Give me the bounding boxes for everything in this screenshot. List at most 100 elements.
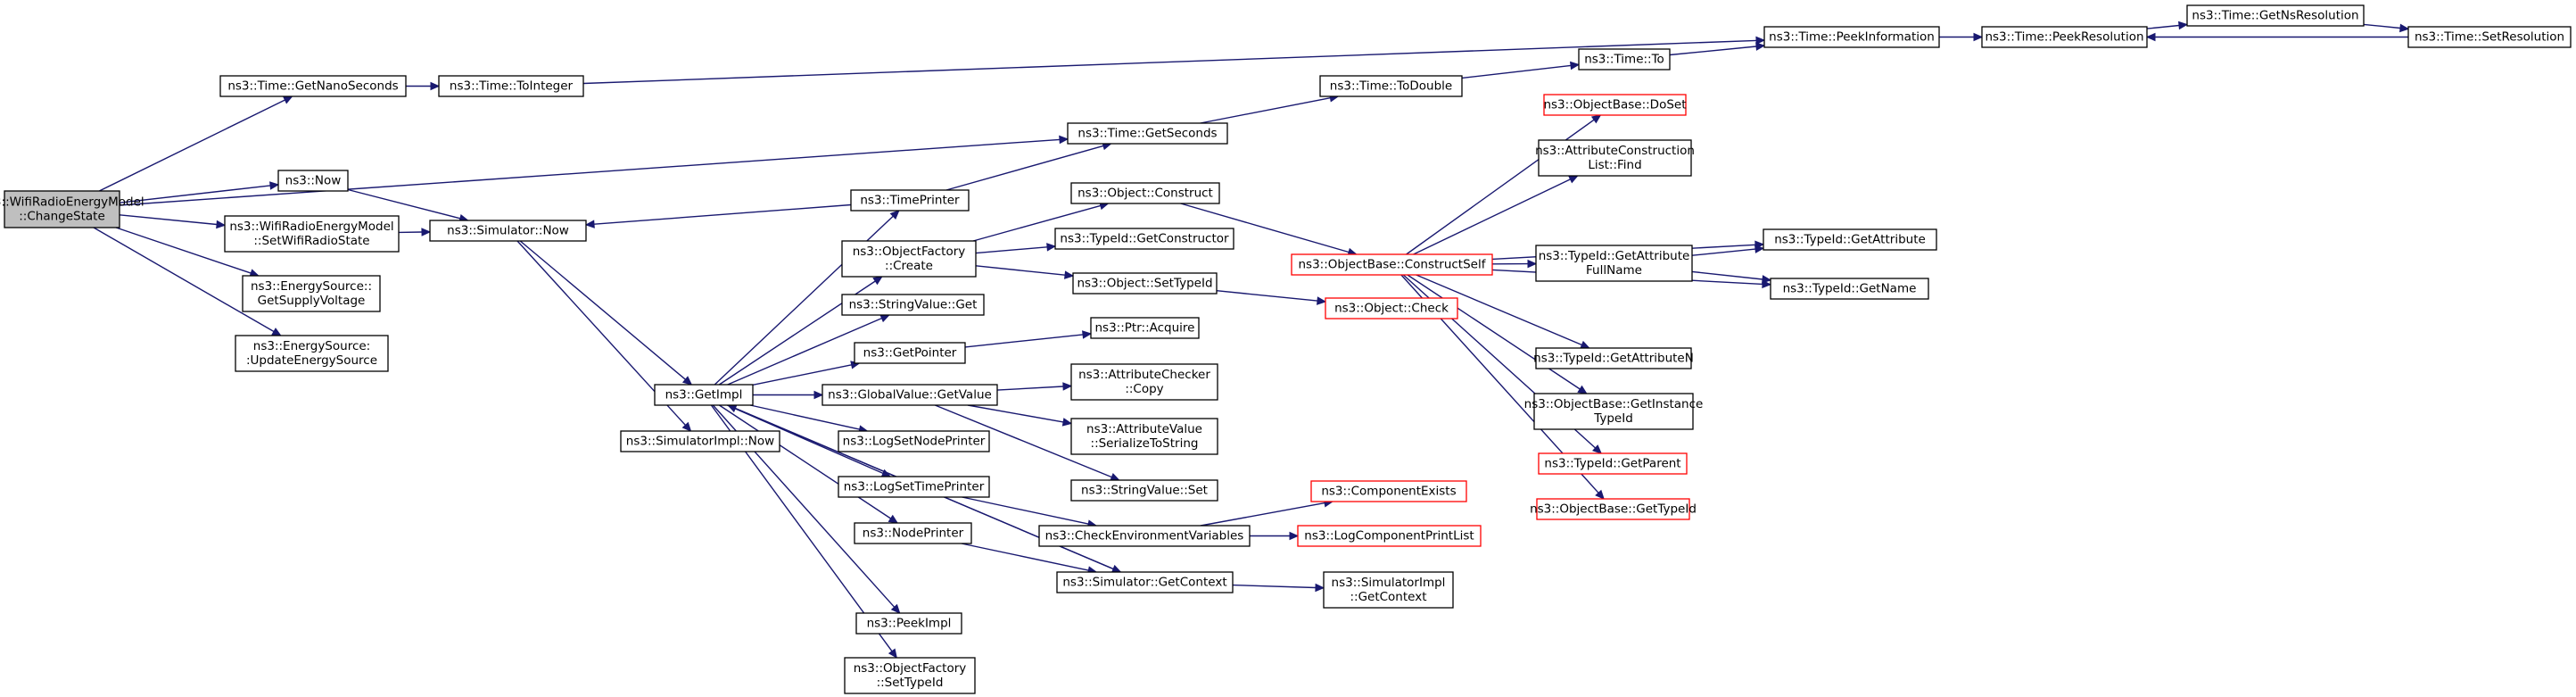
node-label: FullName	[1586, 263, 1642, 278]
node-ns3-object-settypeid[interactable]: ns3::Object::SetTypeId	[1072, 272, 1218, 295]
node-ns3-attributevalue-serializetostring[interactable]: ns3::AttributeValue::SerializeToString	[1070, 418, 1218, 455]
node-ns3-time-todouble[interactable]: ns3::Time::ToDouble	[1319, 75, 1463, 97]
node-ns3-typeid-getattributen[interactable]: ns3::TypeId::GetAttributeN	[1533, 347, 1694, 369]
node-ns3-object-construct[interactable]: ns3::Object::Construct	[1070, 182, 1220, 204]
edge-n9-n3	[1669, 42, 1766, 56]
edge-line	[1406, 119, 1595, 255]
node-label: ::Create	[885, 259, 933, 273]
edge-line	[347, 188, 461, 220]
edge-line	[1180, 203, 1350, 253]
node-label: ns3::Time::SetResolution	[2415, 30, 2564, 45]
node-label: List::Find	[1588, 158, 1641, 172]
node-box	[620, 430, 780, 452]
edge-n0-n10	[119, 181, 280, 203]
node-ns3-time-to[interactable]: ns3::Time::To	[1578, 48, 1671, 71]
node-box	[1090, 317, 1200, 339]
edge-arrowhead	[1570, 61, 1581, 71]
node-label: ns3::EnergySource:	[253, 339, 370, 353]
node-ns3-typeid-getattribute[interactable]: ns3::TypeId::GetAttribute	[1763, 228, 1937, 251]
node-label: ns3::AttributeValue	[1086, 422, 1202, 436]
node-ns3-checkenvironmentvariables[interactable]: ns3::CheckEnvironmentVariables	[1038, 525, 1251, 547]
edge-n15-n22	[749, 404, 869, 434]
node-ns3-stringvalue-set[interactable]: ns3::StringValue::Set	[1070, 479, 1218, 502]
node-ns3-time-peekinformation[interactable]: ns3::Time::PeekInformation	[1763, 26, 1940, 48]
edge-arrowhead	[271, 328, 282, 336]
node-ns3-objectfactory-settypeid[interactable]: ns3::ObjectFactory::SetTypeId	[844, 657, 976, 694]
node-ns3-timeprinter[interactable]: ns3::TimePrinter	[850, 189, 970, 212]
node-label: ns3::CheckEnvironmentVariables	[1045, 529, 1244, 543]
node-ns3-ptr-acquire[interactable]: ns3::Ptr::Acquire	[1090, 317, 1200, 339]
node-ns3-wifiradioenergymodel-setwifiradiostate[interactable]: ns3::WifiRadioEnergyModel::SetWifiRadioS…	[224, 215, 400, 253]
node-box	[1535, 245, 1693, 282]
node-ns3-stringvalue-get[interactable]: ns3::StringValue::Get	[841, 294, 985, 316]
edge-line	[972, 204, 1102, 242]
edge-n5-n6	[2363, 23, 2410, 33]
node-label: ns3::LogComponentPrintList	[1304, 529, 1474, 543]
node-ns3-objectbase-doset[interactable]: ns3::ObjectBase::DoSet	[1543, 94, 1687, 116]
node-label: ns3::Object::Check	[1334, 302, 1449, 316]
node-label: ns3::AttributeConstruction	[1535, 144, 1695, 158]
node-label: ::SerializeToString	[1091, 436, 1199, 451]
node-label: ns3::Object::Construct	[1077, 187, 1213, 201]
node-ns3-getpointer[interactable]: ns3::GetPointer	[854, 342, 966, 364]
node-ns3-energysource-updateenergysource[interactable]: ns3::EnergySource::UpdateEnergySource	[235, 335, 389, 372]
node-ns3-logsetnodeprinter[interactable]: ns3::LogSetNodePrinter	[838, 430, 990, 452]
node-ns3-logcomponentprintlist[interactable]: ns3::LogComponentPrintList	[1297, 525, 1482, 547]
node-ns3-nodeprinter[interactable]: ns3::NodePrinter	[854, 522, 972, 544]
node-box	[1763, 26, 1940, 48]
node-ns3-time-getseconds[interactable]: ns3::Time::GetSeconds	[1067, 122, 1228, 145]
edge-arrowhead	[681, 376, 693, 386]
node-label: ::GetContext	[1350, 590, 1426, 604]
node-ns3-objectbase-constructself[interactable]: ns3::ObjectBase::ConstructSelf	[1291, 253, 1493, 276]
node-box	[1763, 228, 1937, 251]
node-box	[854, 342, 966, 364]
node-ns3-typeid-getparent[interactable]: ns3::TypeId::GetParent	[1538, 452, 1688, 475]
node-ns3-getimpl[interactable]: ns3::GetImpl	[654, 384, 754, 406]
edge-arrowhead	[888, 648, 898, 659]
edge-arrowhead	[2145, 32, 2156, 42]
node-ns3-object-check[interactable]: ns3::Object::Check	[1325, 297, 1458, 319]
edge-arrowhead	[1082, 330, 1093, 339]
node-ns3-typeid-getname[interactable]: ns3::TypeId::GetName	[1770, 278, 1929, 300]
node-ns3-componentexists[interactable]: ns3::ComponentExists	[1310, 480, 1467, 502]
node-ns3-time-peekresolution[interactable]: ns3::Time::PeekResolution	[1981, 26, 2148, 48]
edge-line	[964, 334, 1084, 348]
node-ns3-objectbase-gettypeid[interactable]: ns3::ObjectBase::GetTypeId	[1530, 498, 1697, 520]
node-label: ns3::Time::GetSeconds	[1077, 127, 1217, 141]
node-label: ns3::NodePrinter	[863, 527, 964, 541]
node-box	[1310, 480, 1467, 502]
node-ns3-time-tointeger[interactable]: ns3::Time::ToInteger	[438, 75, 584, 97]
node-ns3-simulator-now[interactable]: ns3::Simulator::Now	[429, 220, 587, 242]
node-ns3-simulator-getcontext[interactable]: ns3::Simulator::GetContext	[1056, 571, 1234, 593]
node-ns3-time-setresolution[interactable]: ns3::Time::SetResolution	[2407, 26, 2572, 48]
nodes-layer: ns3::WifiRadioEnergyModel::ChangeStatens…	[0, 4, 2572, 694]
node-box	[277, 170, 349, 192]
node-label: ns3::SimulatorImpl	[1332, 576, 1446, 590]
node-ns3-simulatorimpl-getcontext[interactable]: ns3::SimulatorImpl::GetContext	[1323, 571, 1454, 609]
node-ns3-attributechecker-copy[interactable]: ns3::AttributeChecker::Copy	[1070, 363, 1218, 401]
node-ns3-time-getnsresolution[interactable]: ns3::Time::GetNsResolution	[2186, 4, 2365, 27]
edge-n29-n37	[1216, 290, 1327, 305]
node-ns3-objectfactory-create[interactable]: ns3::ObjectFactory::Create	[841, 240, 977, 278]
edge-n2-n3	[582, 36, 1766, 85]
edge-n43-n49	[1691, 270, 1772, 284]
node-ns3-now[interactable]: ns3::Now	[277, 170, 349, 192]
node-ns3-simulatorimpl-now[interactable]: ns3::SimulatorImpl::Now	[620, 430, 780, 452]
node-ns3-logsettimeprinter[interactable]: ns3::LogSetTimePrinter	[838, 476, 990, 498]
node-ns3-wifiradioenergymodel-changestate[interactable]: ns3::WifiRadioEnergyModel::ChangeState	[0, 190, 144, 228]
node-label: ns3::ObjectFactory	[853, 245, 966, 259]
node-ns3-time-getnanoseconds[interactable]: ns3::Time::GetNanoSeconds	[219, 75, 407, 97]
node-ns3-energysource-getsupplyvoltage[interactable]: ns3::EnergySource::GetSupplyVoltage	[242, 275, 381, 312]
node-ns3-typeid-getconstructor[interactable]: ns3::TypeId::GetConstructor	[1054, 228, 1234, 250]
node-ns3-peekimpl[interactable]: ns3::PeekImpl	[855, 612, 962, 635]
edge-line	[996, 386, 1064, 391]
edge-n6-n4	[2145, 32, 2408, 42]
node-label: :UpdateEnergySource	[246, 353, 377, 368]
edge-n8-n9	[1461, 61, 1581, 79]
node-ns3-globalvalue-getvalue[interactable]: ns3::GlobalValue::GetValue	[822, 384, 998, 406]
node-label: ns3::Time::PeekInformation	[1769, 30, 1935, 45]
